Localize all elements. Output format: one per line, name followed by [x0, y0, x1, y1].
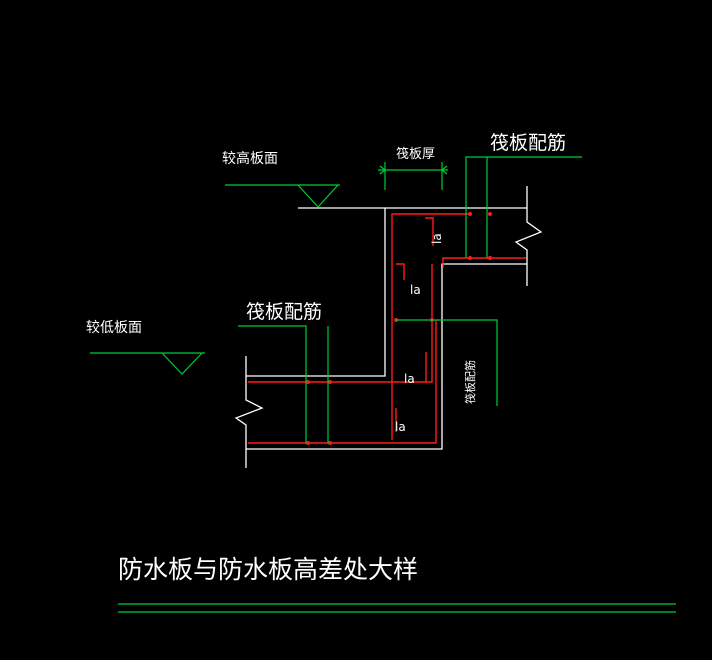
lower-break-line [234, 356, 264, 468]
rebar-dot [306, 441, 310, 445]
rebar-group [248, 213, 526, 444]
vertical-rebar-leader [396, 319, 498, 406]
raft-rebar-label-left: 筏板配筋 [246, 301, 322, 323]
step-wall-outer [246, 208, 386, 377]
left-rebar-leader [238, 325, 307, 443]
detail-title: 防水板与防水板高差处大样 [118, 555, 418, 584]
raft-thickness-label: 筏板厚 [396, 146, 435, 162]
la-label-2: la [410, 283, 421, 297]
thickness-tick-right [441, 165, 448, 175]
raft-rebar-label-top: 筏板配筋 [490, 132, 566, 154]
rebar-upper-bottom [442, 257, 526, 268]
rebar-dot [468, 256, 472, 260]
la-label-4: la [395, 420, 406, 434]
thickness-tick-left [379, 165, 386, 175]
rebar-lower-top [248, 264, 433, 383]
rebar-lower-bottom [248, 320, 437, 444]
raft-rebar-label-vertical: 筏板配筋 [463, 360, 477, 404]
la-label-1: la [430, 233, 444, 244]
rebar-la-hook-1 [396, 263, 405, 280]
rebar-dot [468, 212, 472, 216]
rebar-dots [306, 212, 492, 445]
upper-break-line [514, 186, 543, 286]
title-underlines [118, 603, 676, 613]
rebar-hook-top [425, 217, 434, 246]
higher-slab-label: 较高板面 [222, 150, 278, 167]
top-rebar-leader [465, 156, 582, 258]
rebar-dot [488, 212, 492, 216]
rebar-dot [328, 380, 332, 384]
upper-slab-bottom-line [441, 263, 527, 268]
lower-level-triangle [161, 352, 203, 375]
higher-level-triangle [297, 184, 339, 208]
rebar-dot [488, 256, 492, 260]
concrete-outline [234, 186, 543, 468]
labels: 较高板面 较低板面 筏板厚 筏板配筋 筏板配筋 筏板配筋 la la la la… [86, 132, 566, 584]
rebar-upper-top [391, 213, 470, 440]
la-label-3: la [404, 372, 415, 386]
rebar-dot [306, 380, 310, 384]
rebar-dot [328, 441, 332, 445]
lower-slab-label: 较低板面 [86, 320, 142, 336]
step-wall-inner [246, 264, 443, 450]
leader-lines [90, 156, 582, 443]
